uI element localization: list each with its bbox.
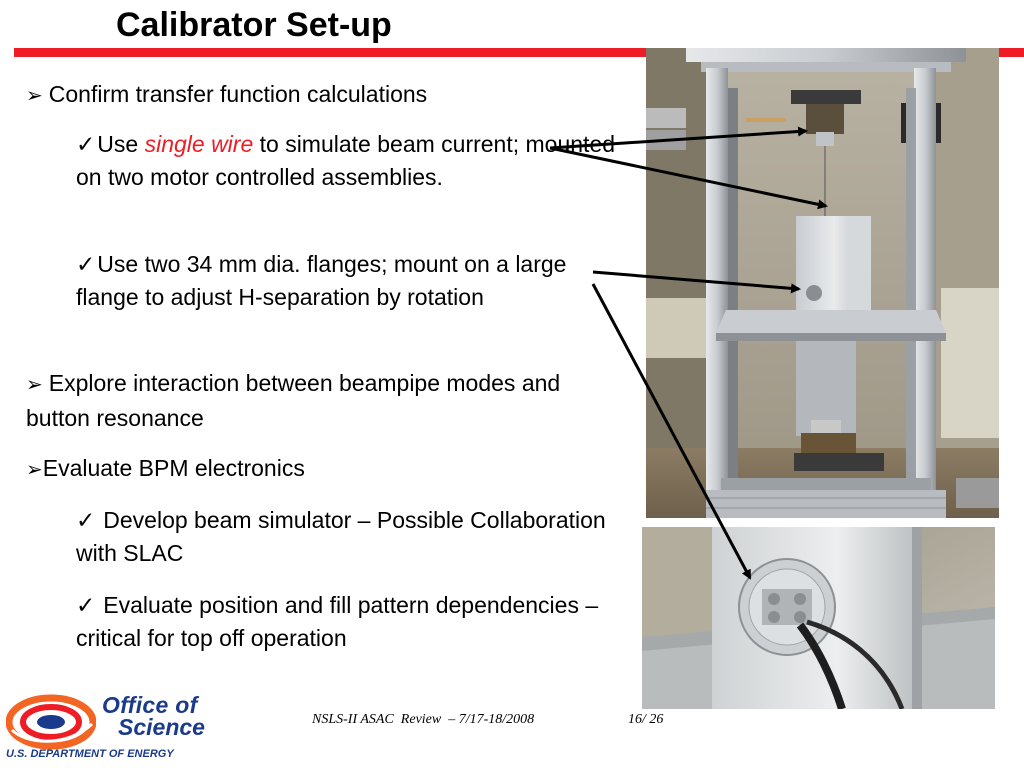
calibrator-frame-image [646, 48, 999, 518]
bullet-text: Explore interaction between beampipe mod… [26, 370, 561, 431]
office-of-science-logo: Office of Science U.S. DEPARTMENT OF ENE… [6, 692, 226, 764]
subbullet-single-wire: ✓Use single wire to simulate beam curren… [76, 128, 616, 194]
doe-swirl-icon [6, 694, 96, 750]
bullet-text: Evaluate BPM electronics [42, 455, 305, 481]
slide-title: Calibrator Set-up [116, 6, 392, 44]
check-icon: ✓ [76, 592, 96, 618]
footer-text: NSLS-II ASAC Review – 7/17-18/2008 [312, 712, 535, 727]
subbullet-text: Evaluate position and fill pattern depen… [76, 592, 599, 651]
check-icon: ✓ [76, 507, 96, 533]
subbullet-simulator: ✓Develop beam simulator – Possible Colla… [76, 504, 616, 570]
bullet-confirm: ➢Confirm transfer function calculations [26, 78, 427, 113]
flange-closeup-photo [642, 527, 995, 709]
arrow-bullet-icon: ➢ [26, 374, 43, 396]
logo-subtitle: U.S. DEPARTMENT OF ENERGY [6, 748, 174, 760]
bullet-evaluate: ➢Evaluate BPM electronics [26, 452, 305, 487]
bullet-explore: ➢Explore interaction between beampipe mo… [26, 367, 566, 435]
subbullet-fill-pattern: ✓Evaluate position and fill pattern depe… [76, 589, 616, 655]
subbullet-text-pre: Use [97, 131, 145, 157]
flange-closeup-image [642, 527, 995, 709]
logo-line1: Office of [102, 692, 198, 718]
subbullet-text: Use two 34 mm dia. flanges; mount on a l… [76, 251, 567, 310]
bullet-text: Confirm transfer function calculations [48, 81, 428, 107]
check-icon: ✓ [76, 251, 96, 277]
subbullet-emphasis: single wire [144, 131, 254, 157]
page-number: 16/ 26 [628, 712, 664, 727]
arrow-bullet-icon: ➢ [26, 85, 43, 107]
check-icon: ✓ [76, 131, 96, 157]
arrow-bullet-icon: ➢ [26, 459, 43, 481]
calibrator-frame-photo [646, 48, 999, 518]
subbullet-text: Develop beam simulator – Possible Collab… [76, 507, 606, 566]
title-underline-bar [14, 48, 1024, 57]
logo-line2: Science [118, 714, 205, 740]
subbullet-flanges: ✓Use two 34 mm dia. flanges; mount on a … [76, 248, 616, 314]
